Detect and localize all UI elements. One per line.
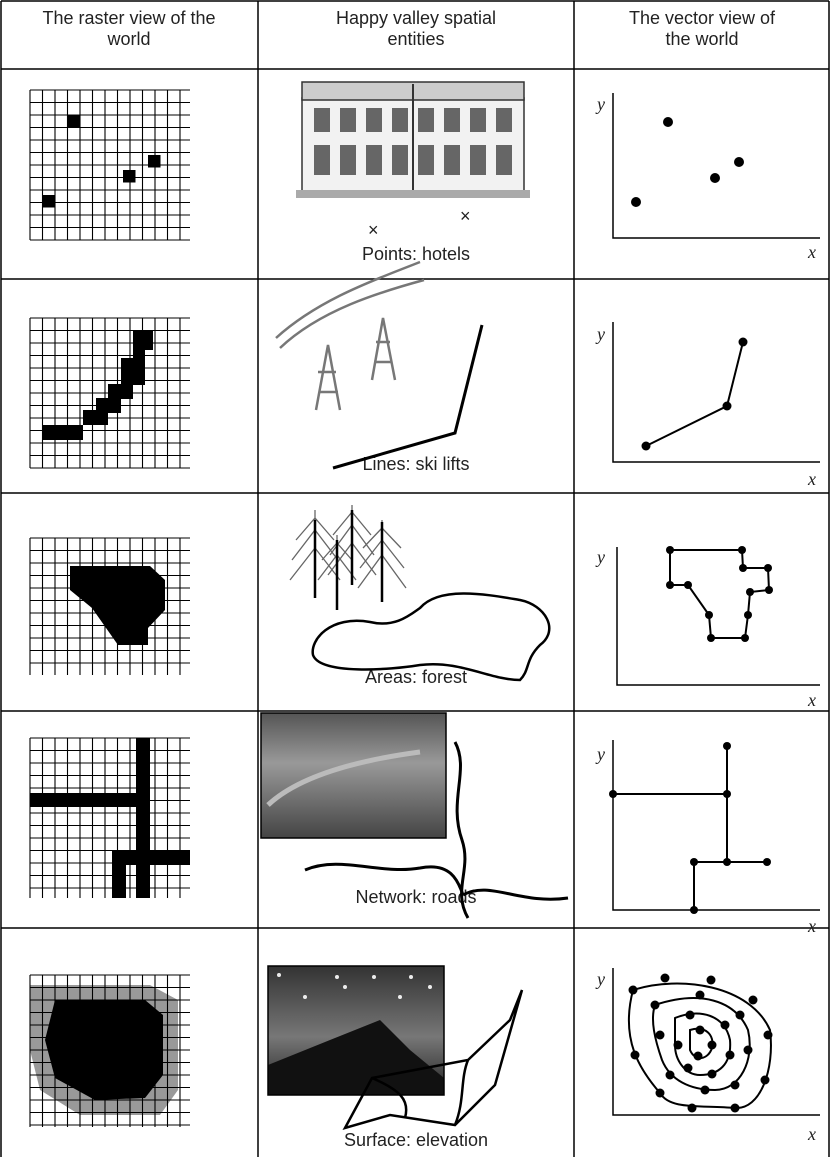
row-label-lines: Lines: ski lifts: [258, 454, 574, 475]
row-label-points: Points: hotels: [258, 244, 574, 265]
header-vector: The vector view of the world: [574, 8, 830, 50]
row-label-network: Network: roads: [258, 887, 574, 908]
header-raster: The raster view of the world: [0, 8, 258, 50]
header-entities: Happy valley spatial entities: [258, 8, 574, 50]
row-label-surface: Surface: elevation: [258, 1130, 574, 1151]
row-label-areas: Areas: forest: [258, 667, 574, 688]
